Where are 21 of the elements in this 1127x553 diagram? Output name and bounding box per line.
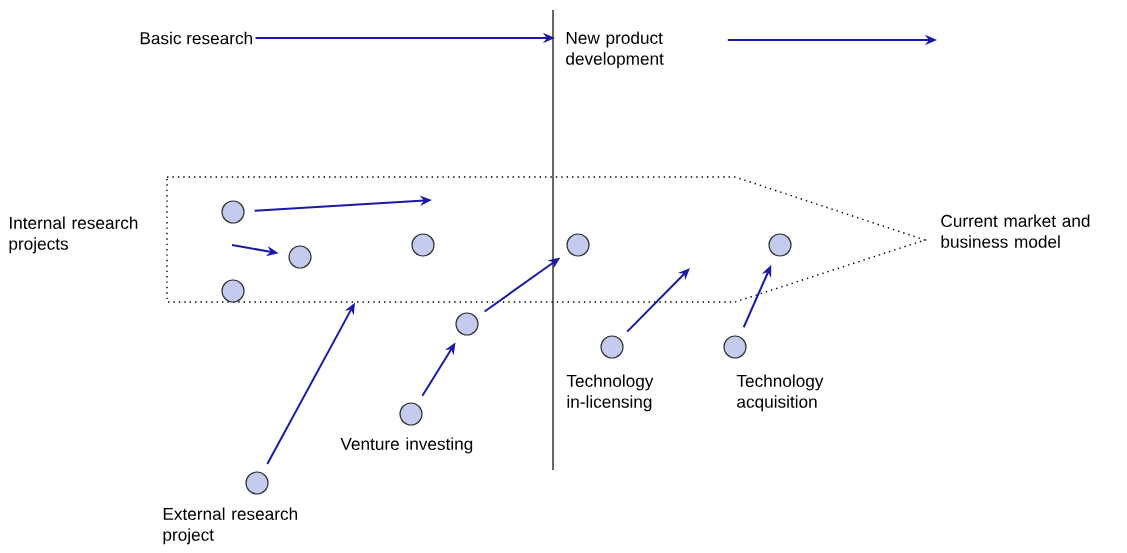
circle	[221, 200, 245, 224]
node-caption: Technology in-licensing	[566, 374, 654, 412]
arrow	[626, 268, 690, 333]
circle	[221, 279, 245, 303]
node-caption: Technology acquisition	[736, 374, 824, 412]
node-caption: Venture investing	[340, 437, 473, 454]
circle	[288, 245, 312, 269]
circle	[723, 335, 747, 359]
circle	[411, 233, 435, 257]
circle	[768, 233, 792, 257]
circle	[245, 471, 269, 495]
text-label: Basic research	[140, 31, 252, 45]
node-caption: External research project	[163, 507, 297, 545]
text-label: New product development	[566, 31, 664, 69]
circle	[566, 233, 590, 257]
text-label: Current market and business model	[941, 214, 1090, 248]
funnel-outline	[166, 176, 928, 303]
text-label: Internal research projects	[9, 216, 138, 254]
circle	[399, 402, 423, 426]
circle	[600, 335, 624, 359]
circle	[455, 312, 479, 336]
